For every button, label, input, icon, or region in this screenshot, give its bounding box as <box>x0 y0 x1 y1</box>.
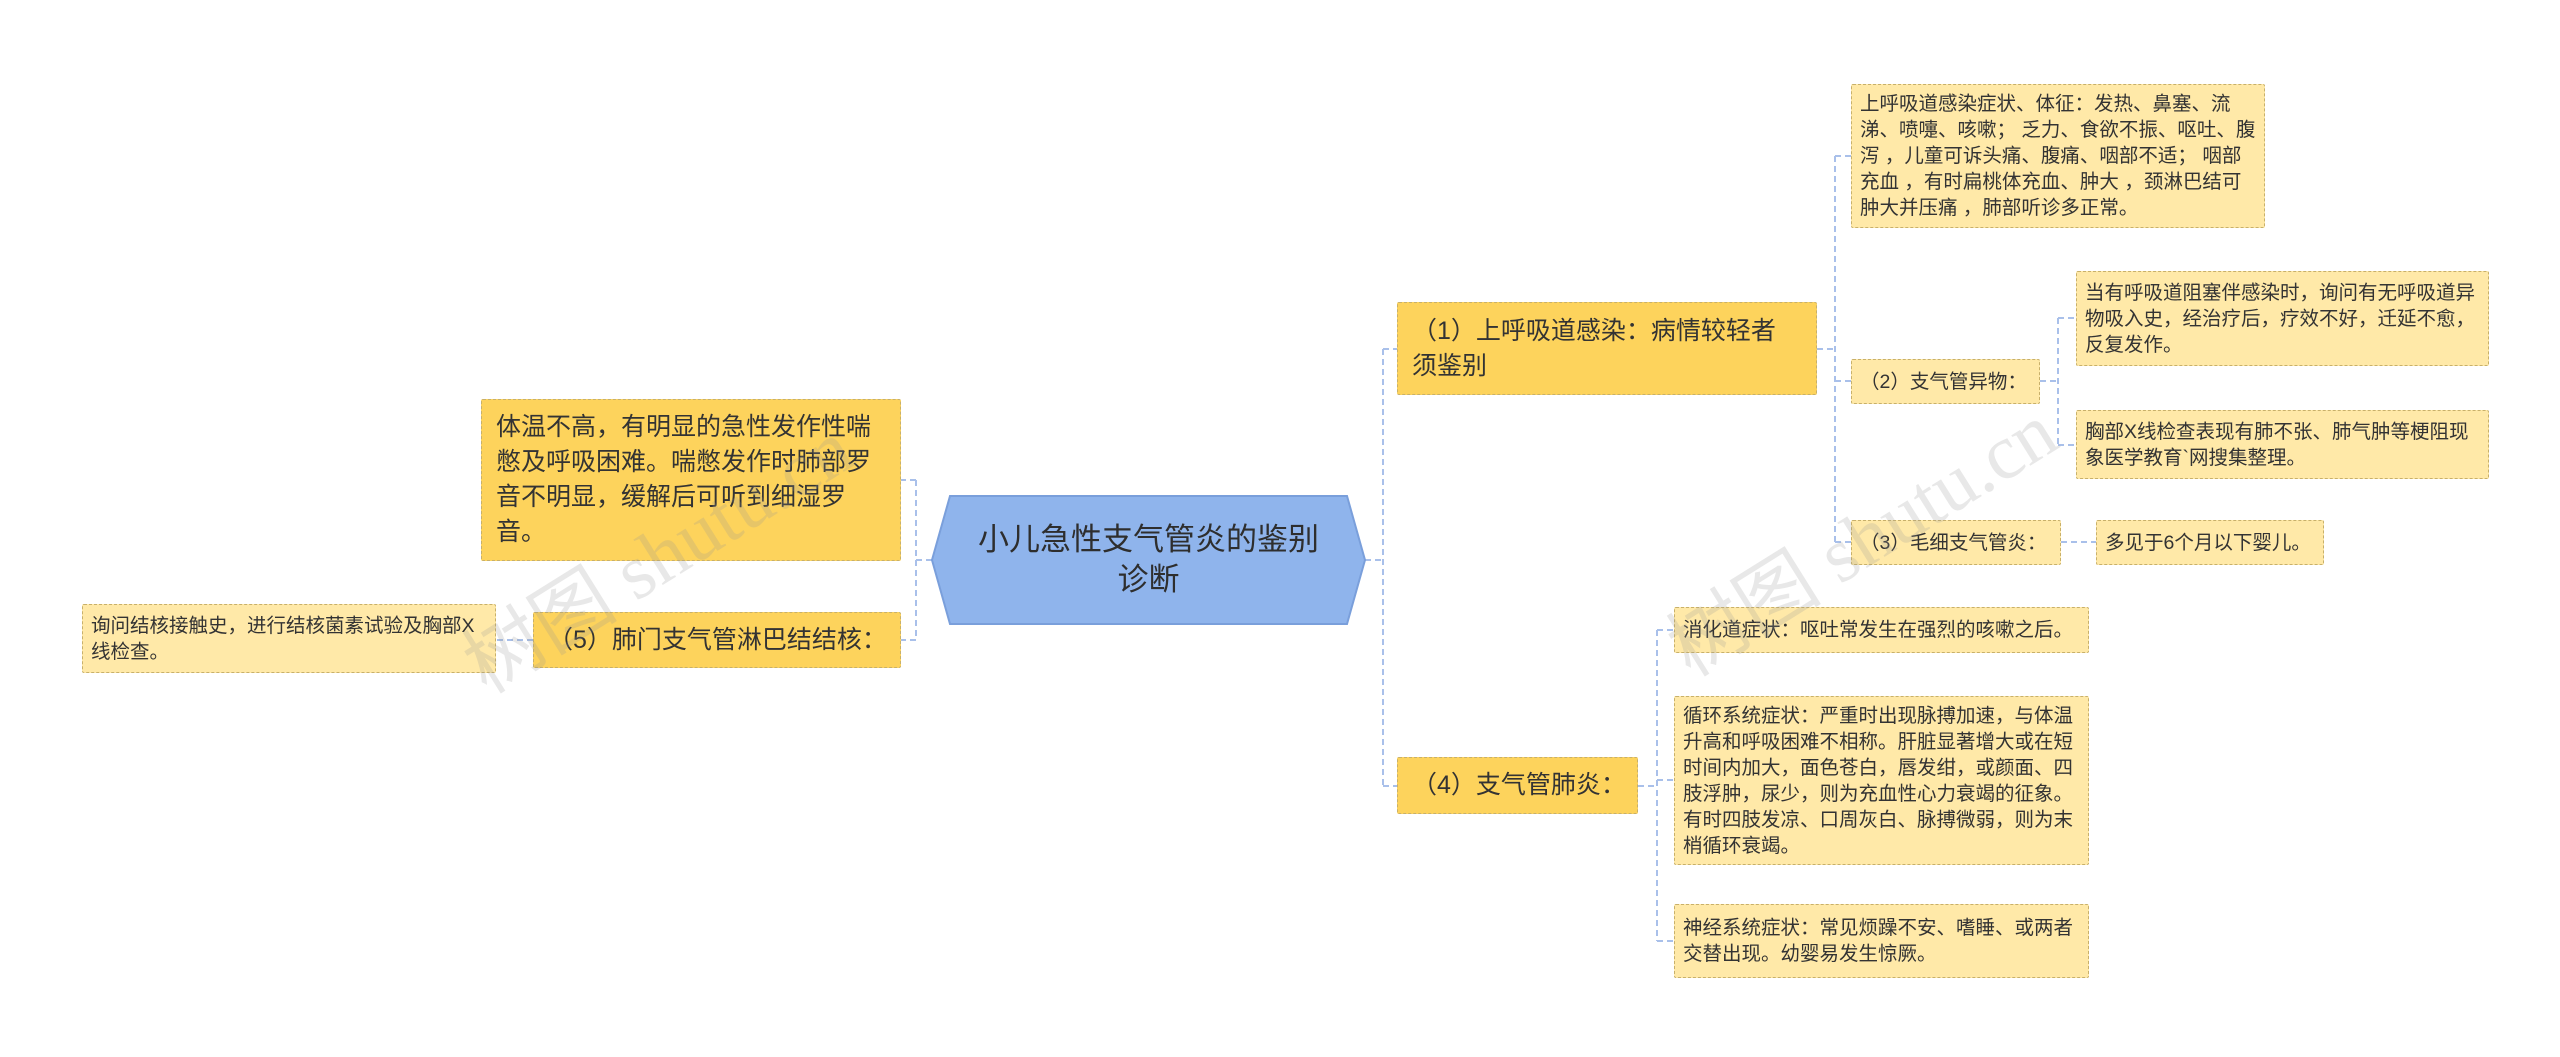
root-topic[interactable]: 小儿急性支气管炎的鉴别诊断 <box>932 496 1365 624</box>
root-topic-label: 小儿急性支气管炎的鉴别诊断 <box>978 522 1319 597</box>
topic-branch-3-label: （3）毛细支气管炎： <box>1860 531 2047 554</box>
subtopic-digestive-symptoms-label: 消化道症状：呕吐常发生在强烈的咳嗽之后。 <box>1683 619 2074 641</box>
topic-branch-5[interactable]: （5）肺门支气管淋巴结结核： <box>533 612 901 668</box>
subtopic-branch-2-xray-label: 胸部X线检查表现有肺不张、肺气肿等梗阻现象医学教育`网搜集整理。 <box>2085 420 2469 469</box>
subtopic-branch-5-detail[interactable]: 询问结核接触史，进行结核菌素试验及胸部X线检查。 <box>82 604 496 673</box>
subtopic-uri-symptoms[interactable]: 上呼吸道感染症状、体征：发热、鼻塞、流涕、喷嚏、咳嗽； 乏力、食欲不振、呕吐、腹… <box>1851 84 2265 228</box>
subtopic-branch-5-detail-label: 询问结核接触史，进行结核菌素试验及胸部X线检查。 <box>91 614 475 663</box>
subtopic-branch-2-history[interactable]: 当有呼吸道阻塞伴感染时，询问有无呼吸道异物吸入史，经治疗后，疗效不好，迁延不愈，… <box>2076 271 2489 366</box>
subtopic-nervous-symptoms[interactable]: 神经系统症状：常见烦躁不安、嗜睡、或两者交替出现。幼婴易发生惊厥。 <box>1674 904 2089 978</box>
connector-branch4 <box>1638 629 1674 942</box>
topic-branch-1-label: （1）上呼吸道感染：病情较轻者须鉴别 <box>1412 316 1776 380</box>
subtopic-branch-2-xray[interactable]: 胸部X线检查表现有肺不张、肺气肿等梗阻现象医学教育`网搜集整理。 <box>2076 410 2489 479</box>
topic-branch-3[interactable]: （3）毛细支气管炎： <box>1851 520 2061 565</box>
subtopic-branch-2-history-label: 当有呼吸道阻塞伴感染时，询问有无呼吸道异物吸入史，经治疗后，疗效不好，迁延不愈，… <box>2085 281 2476 356</box>
subtopic-digestive-symptoms[interactable]: 消化道症状：呕吐常发生在强烈的咳嗽之后。 <box>1674 607 2089 653</box>
topic-branch-5-label: （5）肺门支气管淋巴结结核： <box>548 625 887 654</box>
connector-root-left <box>901 479 932 641</box>
connector-branch2 <box>2040 317 2076 446</box>
connector-branch1 <box>1817 155 1851 543</box>
subtopic-branch-3-detail[interactable]: 多见于6个月以下婴儿。 <box>2096 520 2324 565</box>
subtopic-uri-symptoms-label: 上呼吸道感染症状、体征：发热、鼻塞、流涕、喷嚏、咳嗽； 乏力、食欲不振、呕吐、腹… <box>1860 93 2256 219</box>
connector-root-right <box>1365 348 1397 787</box>
subtopic-branch-3-detail-label: 多见于6个月以下婴儿。 <box>2105 531 2311 554</box>
subtopic-nervous-symptoms-label: 神经系统症状：常见烦躁不安、嗜睡、或两者交替出现。幼婴易发生惊厥。 <box>1683 917 2074 965</box>
subtopic-circulatory-symptoms-label: 循环系统症状：严重时出现脉搏加速，与体温升高和呼吸困难不相称。肝脏显著增大或在短… <box>1683 704 2074 857</box>
topic-branch-2[interactable]: （2）支气管异物： <box>1851 359 2040 404</box>
topic-branch-4-label: （4）支气管肺炎： <box>1412 771 1626 799</box>
root-node-shape <box>930 495 1367 625</box>
topic-branch-4[interactable]: （4）支气管肺炎： <box>1397 757 1638 814</box>
subtopic-circulatory-symptoms[interactable]: 循环系统症状：严重时出现脉搏加速，与体温升高和呼吸困难不相称。肝脏显著增大或在短… <box>1674 696 2089 865</box>
topic-branch-2-label: （2）支气管异物： <box>1860 370 2027 393</box>
topic-branch-1[interactable]: （1）上呼吸道感染：病情较轻者须鉴别 <box>1397 302 1817 395</box>
topic-left-note[interactable]: 体温不高，有明显的急性发作性喘憋及呼吸困难。喘憋发作时肺部罗音不明显，缓解后可听… <box>481 399 901 561</box>
topic-left-note-label: 体温不高，有明显的急性发作性喘憋及呼吸困难。喘憋发作时肺部罗音不明显，缓解后可听… <box>496 413 872 546</box>
